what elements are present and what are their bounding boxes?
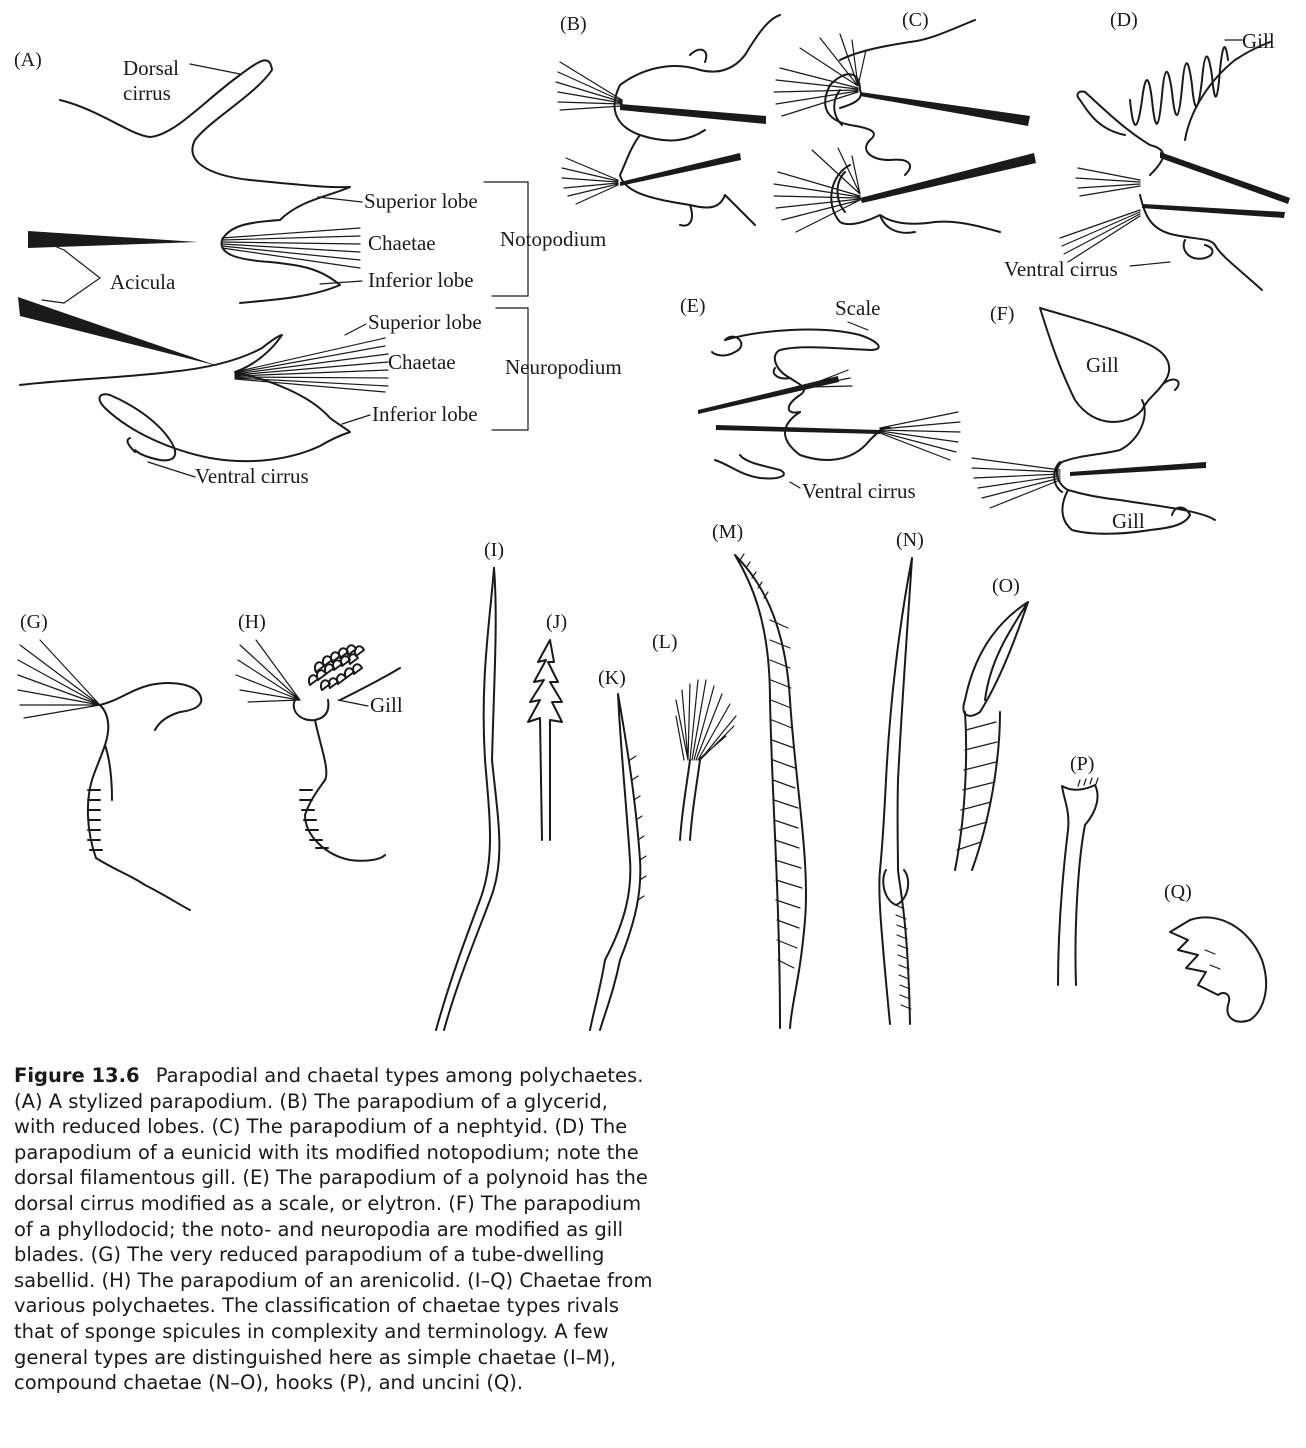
figure-number: Figure 13.6 [14,1064,140,1087]
chaeta-j-drawing [527,639,563,841]
chaeta-n-drawing [878,557,913,1025]
label-gill-f-lower: Gill [1112,509,1145,533]
label-inferior-lobe-noto: Inferior lobe [368,268,474,292]
label-superior-lobe-neuro: Superior lobe [368,310,482,334]
panel-label-o: (O) [992,575,1020,597]
panel-label-k: (K) [598,667,626,689]
label-cirrus: cirrus [123,81,171,105]
label-ventral-cirrus-d: Ventral cirrus [1004,257,1118,281]
panel-label-h: (H) [238,611,266,633]
chaeta-l-drawing [675,679,737,841]
panel-label-e: (E) [680,295,706,317]
label-inferior-lobe-neuro: Inferior lobe [372,402,478,426]
panel-label-j: (J) [546,611,567,633]
label-gill-h: Gill [370,693,403,717]
label-superior-lobe-noto: Superior lobe [364,189,478,213]
panel-b-drawing [555,14,781,227]
panel-label-l: (L) [652,631,678,653]
label-dorsal: Dorsal [123,56,179,80]
chaeta-i-drawing [435,567,501,1031]
panel-label-d: (D) [1110,9,1138,31]
label-notopodium: Notopodium [500,227,606,251]
label-gill-d: Gill [1242,29,1275,53]
label-chaetae-neuro: Chaetae [388,350,456,374]
label-neuropodium: Neuropodium [505,355,622,379]
panel-label-c: (C) [902,9,929,31]
panel-d-drawing [1059,39,1290,291]
panel-c-drawing [773,19,1036,234]
panel-label-b: (B) [560,13,587,35]
panel-label-g: (G) [20,611,48,633]
label-acicula: Acicula [110,270,176,294]
acicula-upper [28,231,198,248]
chaeta-o-drawing [954,601,1029,871]
figure-caption: Figure 13.6 Parapodial and chaetal types… [14,1063,654,1396]
chaeta-m-drawing [734,553,808,1029]
panel-h-drawing [235,639,401,862]
chaeta-k-drawing [589,693,647,1031]
label-ventral-cirrus-a: Ventral cirrus [195,464,309,488]
caption-text: Parapodial and chaetal types among polyc… [14,1064,653,1395]
chaeta-q-drawing [1169,916,1267,1023]
panel-label-f: (F) [990,303,1014,325]
panel-label-q: (Q) [1164,881,1192,903]
panel-g-drawing [17,639,203,911]
panel-label-a: (A) [14,49,42,71]
label-chaetae-noto: Chaetae [368,231,436,255]
panel-label-i: (I) [484,539,504,561]
chaeta-p-drawing [1057,777,1099,986]
panel-e-drawing [698,321,961,489]
panel-a-drawing [18,59,529,478]
panel-label-n: (N) [896,529,924,551]
label-scale: Scale [835,296,880,320]
label-gill-f-upper: Gill [1086,353,1119,377]
panel-label-m: (M) [712,521,743,543]
acicula-lower [18,297,218,366]
label-ventral-cirrus-e: Ventral cirrus [802,479,916,503]
panel-label-p: (P) [1070,753,1094,775]
panel-f-drawing [971,307,1216,535]
